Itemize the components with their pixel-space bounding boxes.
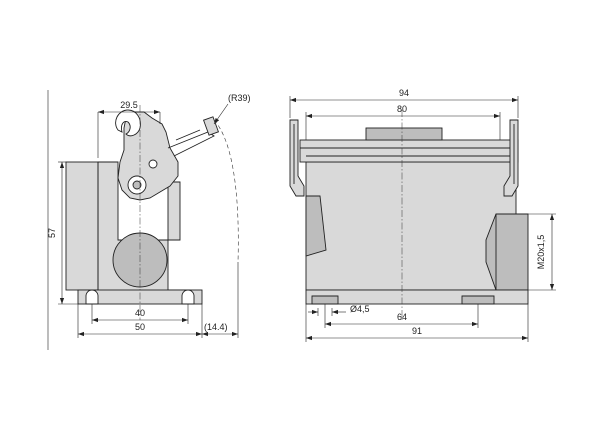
dim-front-top-label: 80: [397, 104, 407, 114]
dim-thread: M20x1,5: [528, 213, 556, 291]
side-spring-tip: [202, 116, 220, 136]
front-left-foot: [311, 295, 339, 305]
side-right-mount-hole: [181, 289, 195, 305]
front-base-plate: [305, 289, 529, 305]
dim-radius-label: (R39): [228, 93, 251, 103]
dim-side-clearance-label: (14.4): [204, 322, 228, 332]
front-cable-gland: [485, 213, 529, 291]
dim-side-top-width: 29.5: [97, 100, 161, 158]
front-right-foot: [461, 295, 495, 305]
side-spring-lever: [167, 129, 215, 157]
dim-front-top: 80: [305, 104, 501, 140]
dim-front-overall-label: 94: [399, 88, 409, 98]
side-lever-arc: [213, 119, 239, 263]
dim-front-hole-spacing: 64: [324, 304, 479, 328]
side-left-mount-hole: [85, 289, 99, 305]
side-pin: [148, 159, 158, 169]
front-housing-body: [305, 161, 517, 291]
dim-front-overall: 94: [289, 88, 519, 118]
dim-hole-dia-label: Ø4,5: [350, 304, 370, 314]
dim-side-height-label: 57: [47, 228, 57, 238]
dim-hole-dia: Ø4,5: [308, 304, 370, 316]
dim-front-hole-spacing-label: 64: [397, 312, 407, 322]
dim-side-hole-spacing-label: 40: [135, 308, 145, 318]
dim-side-clearance: (14.4): [202, 262, 239, 338]
front-left-panel: [305, 195, 327, 257]
side-view: 29.5 (R39) 57 40 50: [47, 90, 251, 350]
dim-side-top-width-label: 29.5: [120, 100, 138, 110]
dim-front-base-length-label: 91: [412, 326, 422, 336]
front-lid-rib: [365, 127, 443, 141]
side-pivot-inner: [132, 180, 142, 190]
front-right-lever: [503, 119, 519, 197]
dim-front-base-length: 91: [305, 304, 529, 342]
side-rear-panel: [65, 161, 99, 291]
dim-thread-label: M20x1,5: [536, 235, 546, 270]
front-lid: [299, 139, 519, 163]
dim-side-base-width-label: 50: [135, 322, 145, 332]
dim-radius: (R39): [213, 93, 251, 125]
dim-side-hole-spacing: 40: [91, 304, 189, 324]
dim-side-height: 57: [47, 161, 78, 305]
side-locking-lever: [117, 111, 179, 201]
front-view: 94 80 M20x1,5 Ø4,5 64: [289, 88, 556, 342]
front-left-lever: [289, 119, 305, 197]
